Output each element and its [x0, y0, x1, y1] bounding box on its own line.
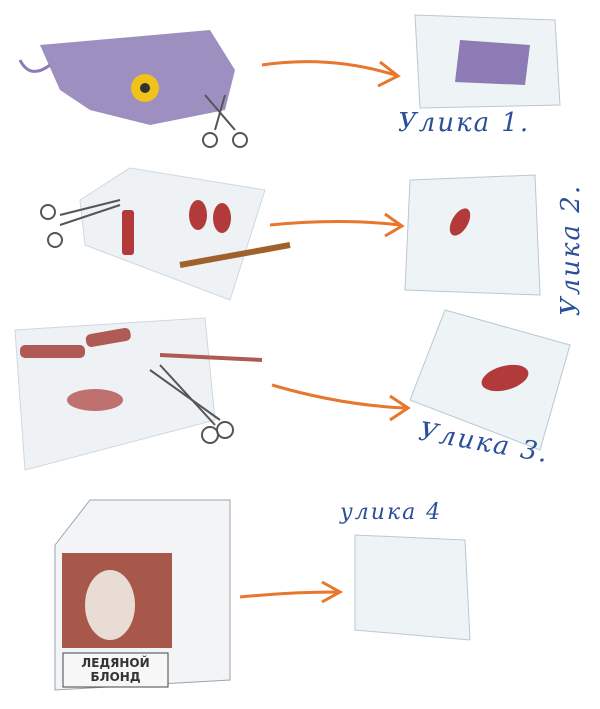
box-label-line1: ЛЕДЯНОЙ	[81, 656, 150, 670]
paper-with-nails	[79, 167, 266, 301]
evidence-bag-1	[414, 14, 561, 109]
evidence-bag-4	[354, 534, 471, 641]
evidence-bag-3	[409, 309, 571, 451]
scissors-icon-3	[149, 364, 234, 444]
fabric-scrap	[18, 30, 235, 125]
arrow-1	[261, 60, 401, 88]
evidence-label-2: Улика 2.	[556, 183, 587, 317]
hair-dye-box	[54, 499, 231, 691]
scissors-icon-2	[40, 199, 121, 248]
arrow-2	[269, 212, 405, 238]
pencil-icon	[179, 242, 291, 268]
flower-icon	[131, 74, 159, 102]
evidence-bag-2	[404, 174, 541, 296]
evidence-label-4: улика 4	[340, 500, 443, 525]
evidence-label-1: Улика 1.	[398, 108, 531, 138]
arrow-3	[271, 383, 411, 422]
paper-with-lips	[14, 317, 263, 471]
box-label: ЛЕДЯНОЙ БЛОНД	[63, 656, 168, 684]
box-label-line2: БЛОНД	[90, 670, 141, 684]
arrow-4	[239, 580, 344, 604]
scissors-icon	[202, 94, 248, 148]
